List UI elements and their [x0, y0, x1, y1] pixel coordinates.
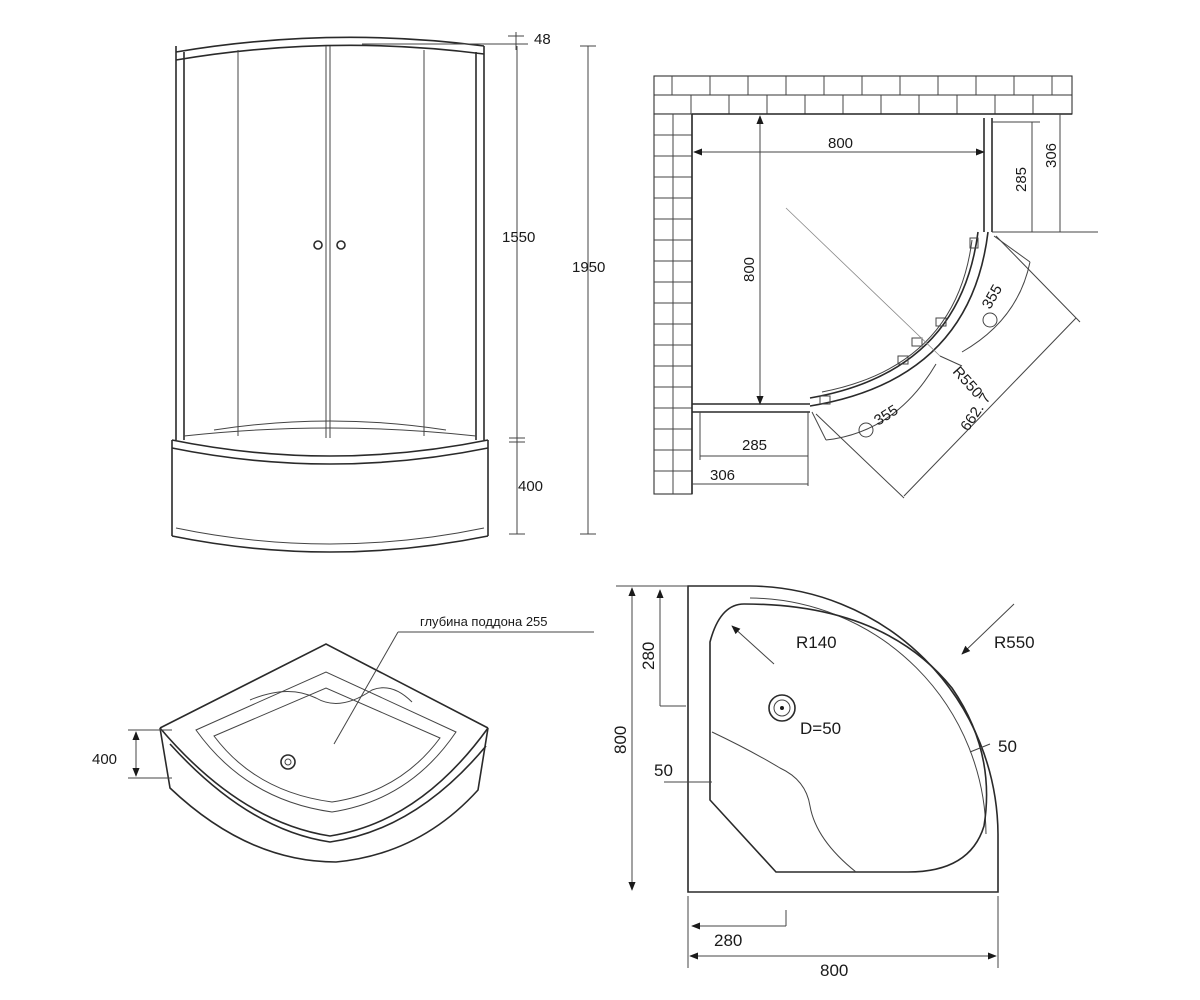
tray-plan-view: D=50 R140 R550 50 50 280 800 280 800: [611, 585, 1035, 980]
door-handle-left: [313, 240, 323, 250]
plan-dim-285-bottom: 285: [742, 437, 767, 454]
plan-dim-306-right: 306: [1043, 143, 1060, 168]
tray-plan-drain: [768, 694, 796, 722]
tray-drain: [280, 754, 296, 770]
plan-view: 800 800 285 306 285 306 R550 355 355: [653, 75, 1098, 499]
plan-dim-285-right: 285: [1013, 167, 1030, 192]
tray-plan-offset-top: 280: [639, 642, 658, 670]
tray-plan-offset-bottom: 280: [714, 931, 742, 950]
tray-perspective-view: глубина поддона 255 400: [92, 614, 594, 863]
tray-plan-drain-label: D=50: [800, 719, 841, 738]
tray-plan-depth: 800: [611, 726, 630, 754]
tray-plan-outer-radius: R550: [994, 633, 1035, 652]
tray-plan-rim-right: 50: [998, 737, 1017, 756]
plan-dim-depth: 800: [741, 257, 758, 282]
tray-plan-width: 800: [820, 961, 848, 980]
plan-dim-width: 800: [828, 135, 853, 152]
brick-wall-top: [653, 75, 1073, 115]
tray-depth-note: глубина поддона 255: [420, 614, 548, 629]
brick-wall-left: [653, 113, 693, 495]
dim-total-height: 1950: [572, 259, 605, 276]
door-handle-right: [336, 240, 346, 250]
tray-dim-height: 400: [92, 751, 117, 768]
dim-tray-height: 400: [518, 478, 543, 495]
tray-plan-inner-radius: R140: [796, 633, 837, 652]
dim-glass-height: 1550: [502, 229, 535, 246]
front-elevation-view: 48 1550 400 1950: [171, 31, 605, 553]
plan-dim-306-bottom: 306: [710, 467, 735, 484]
plan-dim-diagonal: 662. 7: [957, 390, 994, 434]
tray-plan-rim-left: 50: [654, 761, 673, 780]
dim-top-arc: 48: [534, 31, 551, 48]
plan-dim-355-right: 355: [979, 282, 1006, 312]
